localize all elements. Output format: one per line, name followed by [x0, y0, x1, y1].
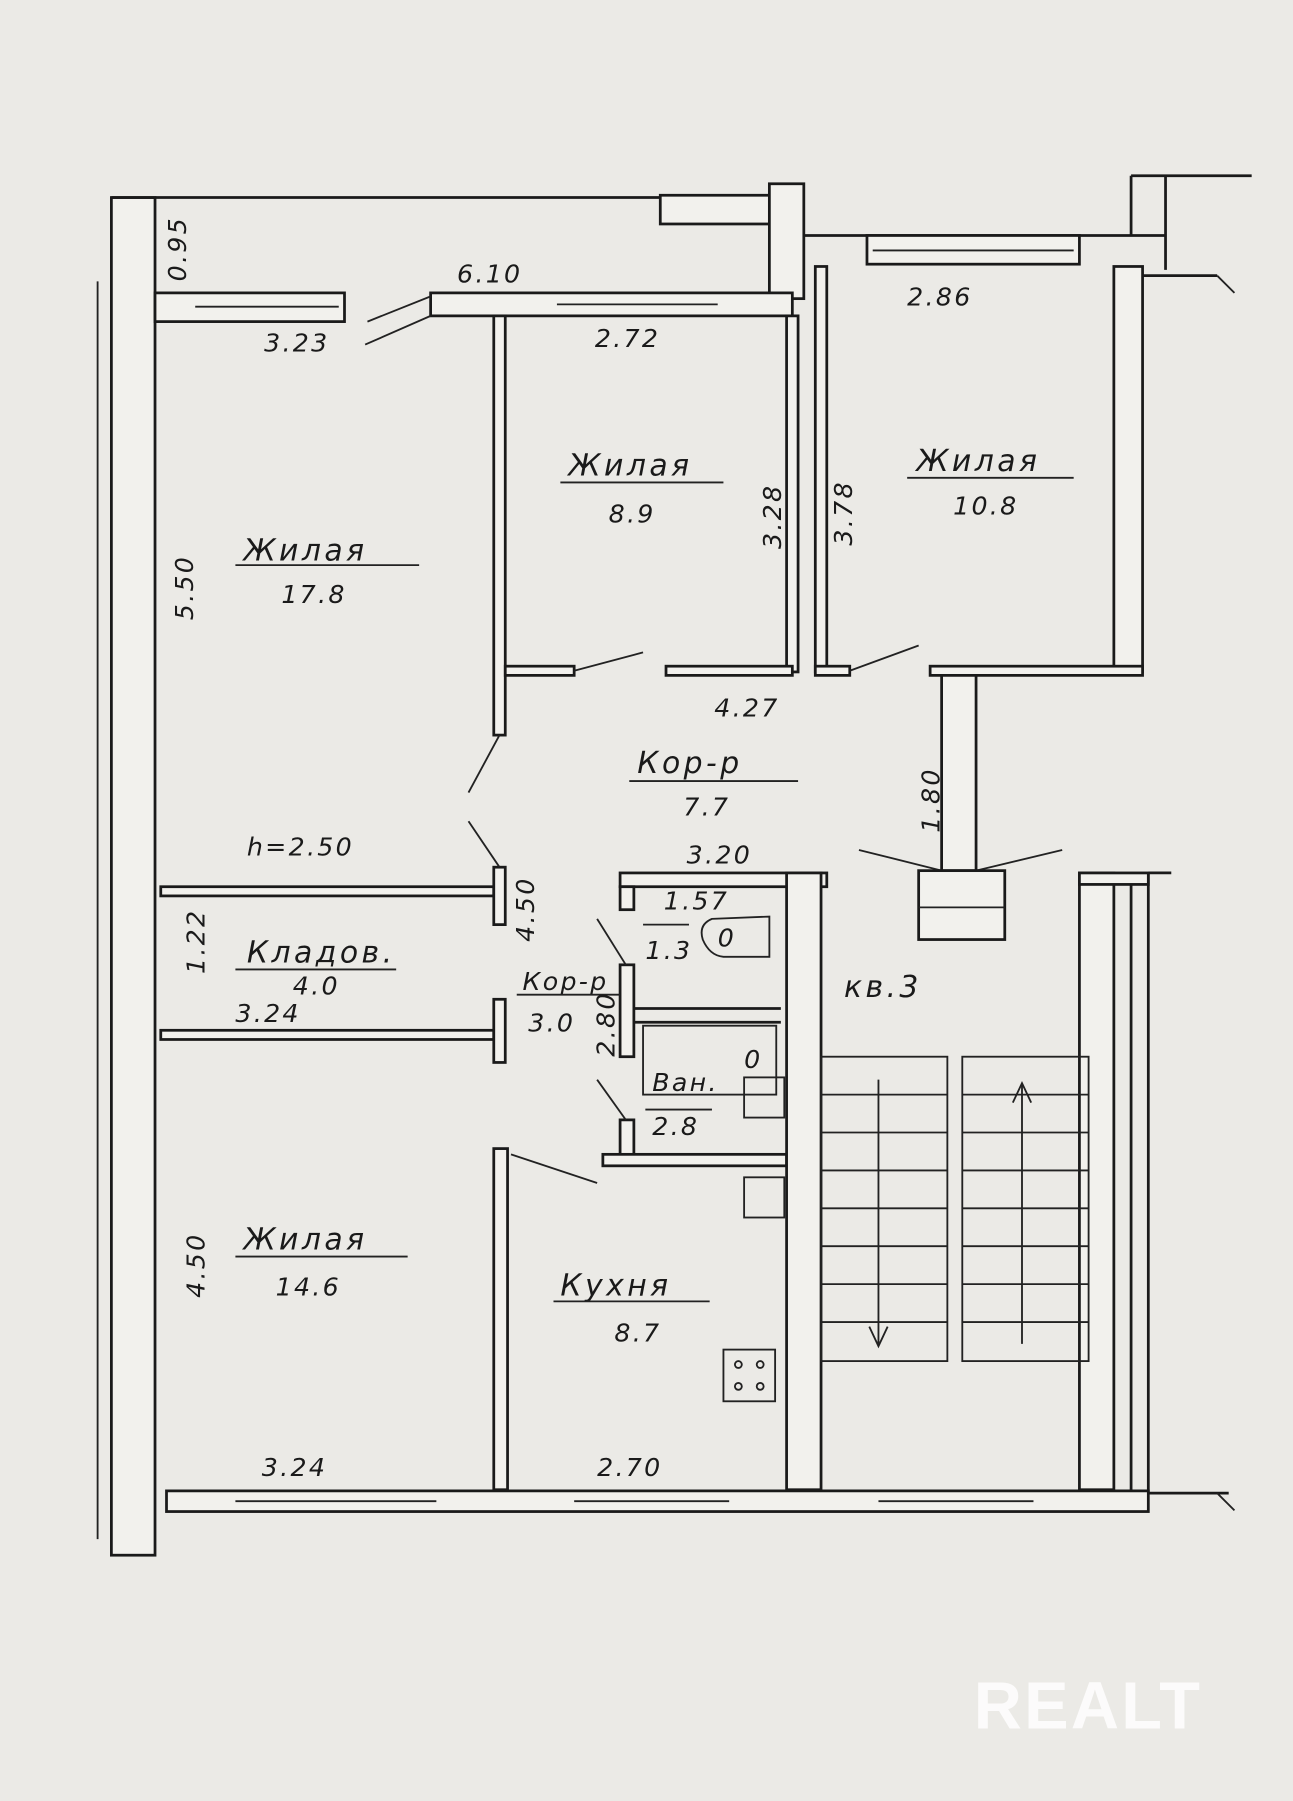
room-area: 2.8: [652, 1112, 699, 1141]
room-area: 1.3: [645, 936, 692, 965]
dimension-label: 3.24: [235, 999, 300, 1028]
room-name: Кладов.: [247, 936, 396, 971]
dimension-label: 4.27: [714, 694, 779, 723]
sink-icon: [743, 1176, 786, 1219]
room-wc: 1.3: [643, 923, 692, 965]
dimension-label: 1.22: [181, 909, 210, 974]
dimension-label: 2.70: [597, 1453, 662, 1482]
room-name: Ван.: [652, 1068, 719, 1097]
dimension-label: 3.24: [262, 1453, 327, 1482]
room-living-2: Жилая 8.9: [560, 449, 724, 529]
dimension-label: 6.10: [457, 260, 522, 289]
plumbing-fixtures: 0 0: [642, 915, 786, 1403]
dimension-label: 3.23: [264, 328, 329, 357]
dimension-label: 5.50: [170, 555, 199, 620]
room-area: 7.7: [683, 793, 730, 822]
svg-text:0: 0: [718, 923, 736, 952]
room-name: Кор-р: [637, 746, 742, 781]
dimension-label: 1.57: [664, 887, 729, 916]
room-area: 3.0: [528, 1008, 575, 1037]
stove-icon: [722, 1348, 777, 1403]
dimension-label: 3.78: [829, 480, 858, 545]
room-name: Жилая: [566, 449, 692, 484]
dimension-label: 2.72: [595, 324, 660, 353]
toilet-icon: [700, 915, 771, 958]
room-living-3: Жилая 10.8: [907, 444, 1074, 521]
room-area: 14.6: [276, 1273, 341, 1302]
room-kitchen: Кухня 8.7: [553, 1269, 710, 1348]
dimensions: 0.95 6.10 2.86 3.23 2.72 3.28 3.78 5.50 …: [163, 216, 972, 1482]
dimension-label: 2.86: [907, 283, 972, 312]
dimension-label: 2.80: [591, 991, 620, 1056]
room-bath: Ван. 2.8: [645, 1068, 719, 1141]
svg-text:0: 0: [744, 1045, 762, 1074]
dimension-label: 4.50: [511, 876, 540, 941]
room-area: 10.8: [953, 492, 1018, 521]
room-living-1: Жилая 17.8: [235, 534, 420, 609]
interior-walls: [159, 265, 1150, 1492]
room-corridor-1: Кор-р 7.7: [629, 746, 799, 822]
room-area: 4.0: [293, 972, 340, 1001]
room-corridor-2: Кор-р 3.0: [516, 967, 621, 1037]
ceiling-height: h=2.50: [247, 833, 354, 862]
room-name: Кухня: [560, 1269, 671, 1304]
windows: [153, 249, 1150, 1513]
room-name: Жилая: [914, 444, 1040, 479]
sink-icon: [743, 1076, 786, 1119]
dimension-label: 1.80: [916, 767, 945, 832]
dimension-label: 0.95: [163, 216, 192, 281]
dimension-label: 3.28: [758, 484, 787, 549]
room-area: 8.9: [609, 500, 656, 529]
room-living-4: Жилая 14.6: [235, 1223, 408, 1302]
room-area: 8.7: [614, 1319, 661, 1348]
dimension-label: 3.20: [687, 841, 752, 870]
apartment-label: кв.3: [844, 970, 922, 1005]
room-storage: Кладов. 4.0: [235, 936, 397, 1001]
room-name: Кор-р: [522, 967, 608, 996]
door-swings: [467, 644, 1063, 1184]
realt-watermark: REALT: [974, 1670, 1203, 1744]
room-area: 17.8: [281, 580, 346, 609]
room-name: Жилая: [241, 534, 367, 569]
bathtub-icon: [642, 1024, 778, 1096]
room-name: Жилая: [241, 1223, 367, 1258]
staircase: [820, 1055, 1090, 1363]
dimension-label: 4.50: [181, 1232, 210, 1297]
